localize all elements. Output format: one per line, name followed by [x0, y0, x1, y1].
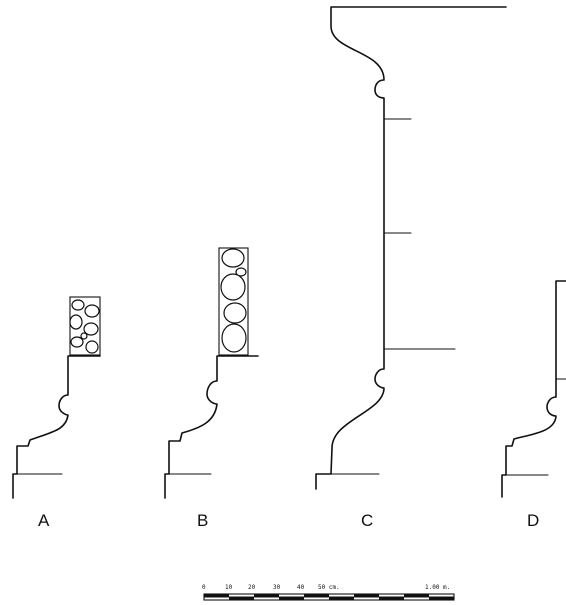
profile-c-label: C: [361, 511, 373, 530]
profile-b: B: [164, 247, 259, 530]
scale-end-label: 1.00 m.: [425, 584, 450, 591]
profile-a-label: A: [38, 511, 50, 530]
profile-d: D: [501, 280, 566, 530]
profile-a-moulding-line: [12, 355, 101, 499]
scale-tick-label-30: 30: [273, 584, 281, 591]
scale-tick-label-50: 50 cm.: [318, 584, 340, 591]
scale-tick-label-10: 10: [225, 584, 233, 591]
profile-b-moulding-line: [164, 355, 259, 499]
scale-tick-label-20: 20: [248, 584, 256, 591]
scale-tick-label-40: 40: [297, 584, 305, 591]
profile-d-moulding-line: [501, 280, 566, 498]
profile-b-label: B: [197, 511, 208, 530]
scale-bar: 0 10 20 30 40 50 cm. 1.00 m.: [202, 584, 455, 601]
profile-b-masonry-frame: [218, 247, 249, 356]
scale-bar-segments: [204, 594, 454, 600]
profile-a-rubble-stones: [69, 299, 100, 354]
profile-c-cornice-top: [315, 6, 507, 490]
profile-b-rubble-stones: [220, 248, 247, 353]
profile-c: C: [315, 6, 507, 530]
profile-a-masonry-frame: [69, 296, 101, 356]
profile-a: A: [12, 296, 101, 530]
scale-tick-label-0: 0: [202, 584, 206, 591]
profile-d-label: D: [527, 511, 539, 530]
